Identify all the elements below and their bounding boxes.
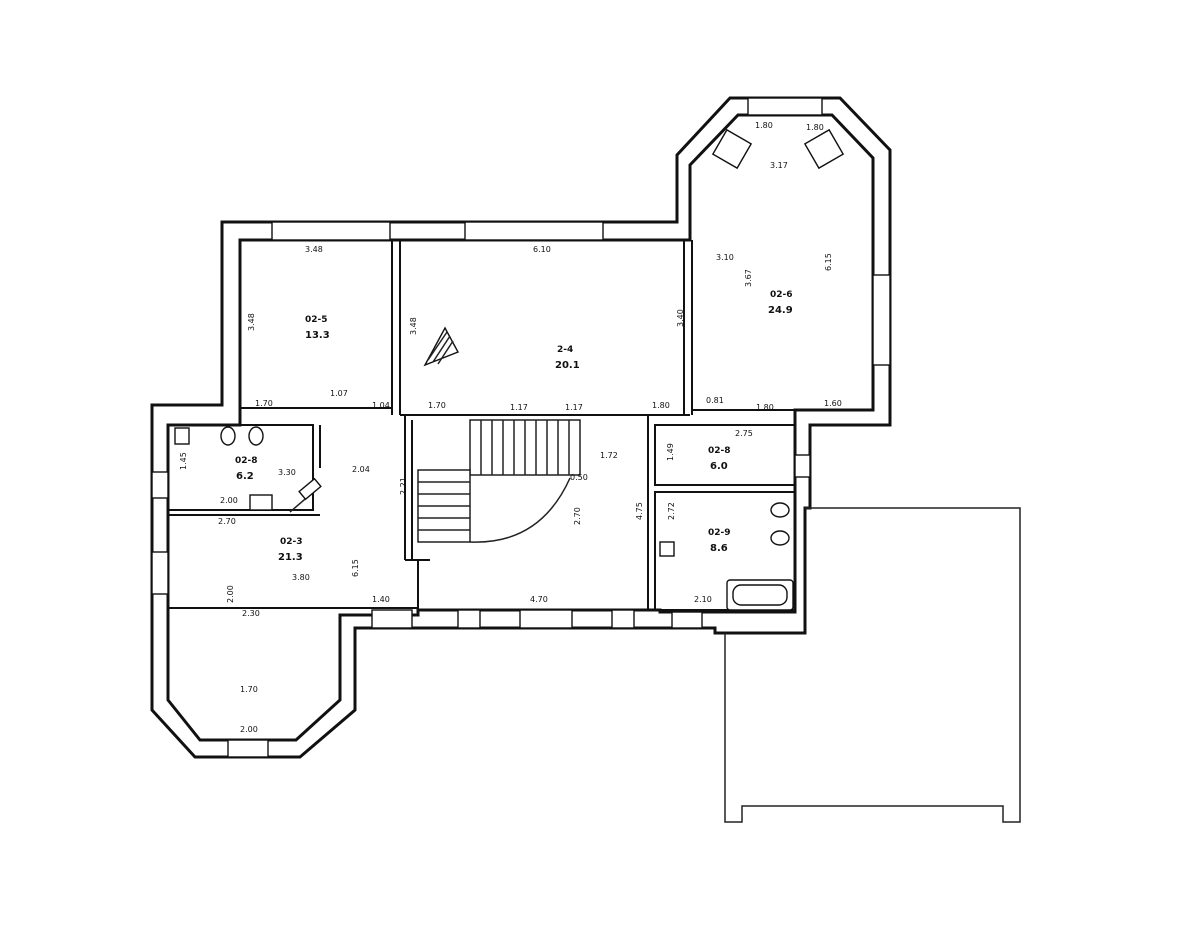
dim-label: 1.80	[755, 121, 773, 130]
dim-label: 0.81	[706, 396, 724, 405]
window-octagon-top	[747, 97, 823, 116]
window-left-living	[151, 551, 169, 595]
window-bottom-2	[457, 609, 481, 629]
dim-label: 2.70	[573, 507, 582, 525]
dim-label: 1.70	[428, 401, 446, 410]
dim-label: 6.15	[351, 559, 360, 577]
dim-label: 3.30	[278, 468, 296, 477]
dim-label: 3.10	[716, 253, 734, 262]
room-labels: 02-5 13.3 2-4 20.1 02-6 24.9 02-8 6.2 02…	[235, 290, 793, 563]
dim-label: 2.75	[735, 429, 753, 438]
room-area: 8.6	[710, 543, 728, 554]
room-area: 20.1	[555, 360, 580, 371]
windows	[151, 97, 891, 758]
room-wc-left-label: 02-8 6.2	[235, 456, 258, 482]
window-top-left	[271, 221, 391, 241]
room-area: 24.9	[768, 305, 793, 316]
dim-label: 3.80	[292, 573, 310, 582]
dim-label: 2.30	[242, 609, 260, 618]
staircase	[417, 419, 581, 543]
room-octagon-label: 02-6 24.9	[768, 290, 793, 316]
window-bottom-4	[611, 609, 635, 629]
room-small-right-label: 02-8 6.0	[708, 446, 731, 472]
room-top-left-label: 02-5 13.3	[305, 315, 330, 341]
dim-label: 1.70	[240, 685, 258, 694]
dim-label: 3.17	[770, 161, 788, 170]
dim-label: 4.75	[635, 502, 644, 520]
dim-label: 1.45	[179, 452, 188, 470]
dim-label: 3.48	[305, 245, 323, 254]
window-left-wc	[151, 471, 169, 499]
dim-label: 1.80	[806, 123, 824, 132]
window-bay-bottom	[227, 739, 269, 758]
room-area: 21.3	[278, 552, 303, 563]
room-code: 02-3	[280, 537, 303, 547]
dim-label: 2.04	[352, 465, 370, 474]
dim-label: 1.07	[330, 389, 348, 398]
window-top-hall	[464, 221, 604, 241]
dim-label: 1.80	[652, 401, 670, 410]
garage-outline	[724, 507, 1021, 823]
dim-label: 6.15	[824, 253, 833, 271]
window-bottom-3	[519, 609, 573, 629]
dim-label: 1.17	[510, 403, 528, 412]
dim-label: 1.04	[372, 401, 390, 410]
room-code: 02-9	[708, 528, 731, 538]
dim-label: 1.72	[600, 451, 618, 460]
dim-label: 0.50	[570, 473, 588, 482]
dim-label: 3.48	[247, 313, 256, 331]
dim-label: 2.21	[399, 477, 408, 495]
dim-label: 1.17	[565, 403, 583, 412]
room-area: 6.2	[236, 471, 254, 482]
room-code: 02-6	[770, 290, 793, 300]
window-bottom-5	[671, 611, 703, 629]
room-living-left-label: 02-3 21.3	[278, 537, 303, 563]
dim-label: 1.60	[824, 399, 842, 408]
dim-label: 2.00	[240, 725, 258, 734]
interior-walls	[167, 239, 873, 611]
room-code: 2-4	[557, 345, 573, 355]
room-bath-right-label: 02-9 8.6	[708, 528, 731, 554]
dim-label: 6.10	[533, 245, 551, 254]
dim-label: 3.48	[409, 317, 418, 335]
dim-label: 2.72	[667, 502, 676, 520]
window-right-small	[794, 454, 811, 478]
room-area: 6.0	[710, 461, 728, 472]
dim-label: 3.40	[676, 309, 685, 327]
room-hall-label: 2-4 20.1	[555, 345, 580, 371]
dim-label: 2.70	[218, 517, 236, 526]
dim-label: 1.40	[372, 595, 390, 604]
dim-label: 1.49	[666, 443, 675, 461]
fixtures	[174, 128, 845, 611]
room-code: 02-8	[708, 446, 731, 456]
dim-label: 2.10	[694, 595, 712, 604]
room-area: 13.3	[305, 330, 330, 341]
dim-label: 3.67	[744, 269, 753, 287]
dim-label: 1.70	[255, 399, 273, 408]
dim-label: 2.00	[226, 585, 235, 603]
room-code: 02-8	[235, 456, 258, 466]
dimension-labels: 3.48 6.10 3.48 3.48 3.40 1.70 1.07 1.04 …	[179, 121, 842, 734]
window-octagon-right	[872, 274, 891, 366]
window-bottom-1	[371, 609, 413, 629]
dim-label: 4.70	[530, 595, 548, 604]
room-code: 02-5	[305, 315, 328, 325]
dim-label: 1.80	[756, 403, 774, 412]
dim-label: 2.00	[220, 496, 238, 505]
